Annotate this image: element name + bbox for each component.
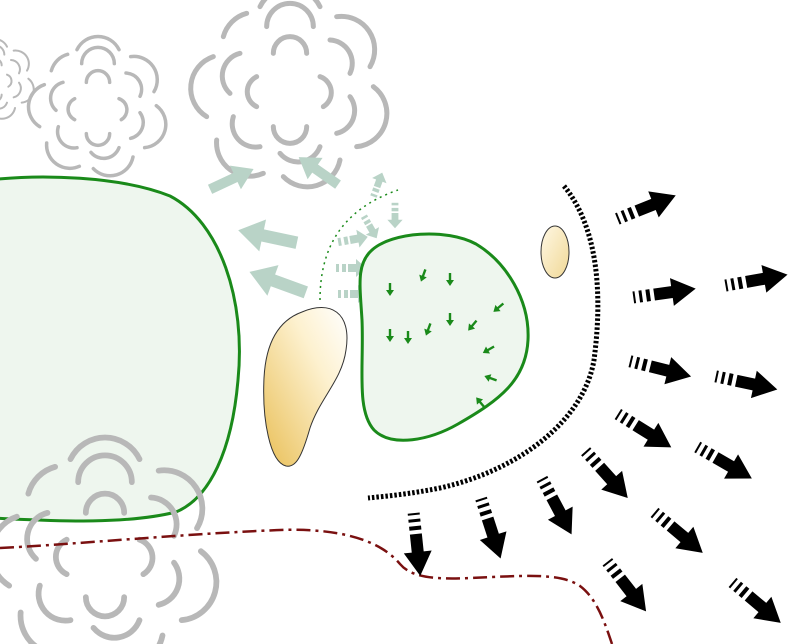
arrow-icon xyxy=(234,214,301,259)
large-green-zone xyxy=(0,175,241,523)
cloud-icon xyxy=(191,0,387,187)
arrow-icon xyxy=(243,256,312,308)
yellow-body-large xyxy=(263,307,348,467)
arrow-icon xyxy=(723,260,790,300)
frontier-dotted-line xyxy=(367,184,601,501)
arrow-icon xyxy=(204,157,260,202)
arrow-icon xyxy=(596,553,658,621)
arrow-icon xyxy=(612,182,681,232)
arrow-icon xyxy=(690,434,759,491)
arrow-icon xyxy=(712,362,781,404)
cloud-icon xyxy=(26,34,168,178)
arrow-icon xyxy=(631,274,698,312)
arrow-icon xyxy=(723,571,790,634)
arrow-icon xyxy=(529,472,584,541)
yellow-body-small xyxy=(540,225,570,279)
cloud-cluster-top xyxy=(0,0,387,187)
arrow-icon xyxy=(575,441,639,508)
boundary-line xyxy=(0,528,614,644)
arrow-icon xyxy=(610,402,679,460)
arrow-icon xyxy=(626,347,695,391)
arrow-icon xyxy=(467,494,514,563)
arrow-icon xyxy=(645,501,712,564)
arrow-icon xyxy=(336,228,370,251)
arrow-icon xyxy=(387,202,403,229)
small-green-zone xyxy=(358,232,530,442)
